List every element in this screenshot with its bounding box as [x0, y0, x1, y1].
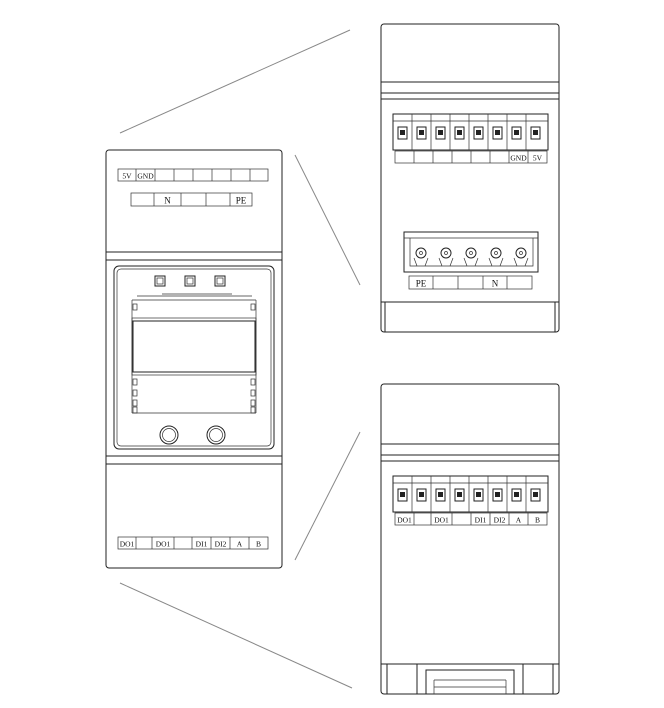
top-terminal-block: [392, 113, 549, 151]
front-top-label: 5V: [122, 172, 132, 181]
front-power-label: N: [164, 196, 171, 206]
left-button[interactable]: [159, 425, 179, 445]
bottom-terminal-label: DI1: [475, 516, 487, 525]
top-terminal-label: GND: [510, 154, 527, 163]
power-connector: [403, 231, 539, 273]
bottom-terminal-label: B: [535, 516, 540, 525]
top-terminal-label-strip: GND 5V: [394, 150, 548, 164]
bottom-terminal-block: [392, 475, 549, 513]
bottom-terminal-screws: [397, 488, 541, 502]
top-power-label-strip: PE N: [408, 275, 533, 290]
top-power-label: N: [492, 279, 499, 289]
led-indicators: [154, 275, 226, 287]
front-view: 5V GND N PE: [105, 149, 283, 569]
front-bottom-label: DI2: [215, 540, 227, 549]
top-view: GND 5V: [380, 23, 560, 333]
bottom-terminal-label: DO1: [397, 516, 412, 525]
bottom-terminal-label: A: [516, 516, 522, 525]
top-terminal-screws: [397, 126, 541, 140]
lcd-screen: [131, 293, 257, 414]
bottom-terminal-label: DI2: [494, 516, 506, 525]
front-bottom-label: DO1: [120, 540, 135, 549]
front-bottom-label: DI1: [196, 540, 208, 549]
front-bottom-label: B: [256, 540, 261, 549]
front-bottom-terminal-strip: DO1 DO1 DI1 DI2 A B: [117, 536, 269, 550]
front-power-label: PE: [236, 196, 247, 206]
display-panel: [113, 265, 275, 450]
front-bottom-label: DO1: [156, 540, 171, 549]
bottom-terminal-label-strip: DO1 DO1 DI1 DI2 A B: [394, 512, 548, 526]
front-power-label-strip: N PE: [130, 192, 253, 207]
front-bottom-label: A: [237, 540, 243, 549]
front-top-terminal-strip: 5V GND: [117, 168, 269, 182]
power-connector-screws: [413, 247, 529, 267]
bottom-view: DO1 DO1 DI1 DI2 A B: [380, 383, 560, 695]
top-power-label: PE: [416, 279, 427, 289]
right-button[interactable]: [206, 425, 226, 445]
top-terminal-label: 5V: [533, 154, 543, 163]
bottom-terminal-label: DO1: [434, 516, 449, 525]
bottom-feet: [381, 663, 559, 695]
front-top-label: GND: [137, 172, 154, 181]
projection-lines: [119, 29, 361, 689]
